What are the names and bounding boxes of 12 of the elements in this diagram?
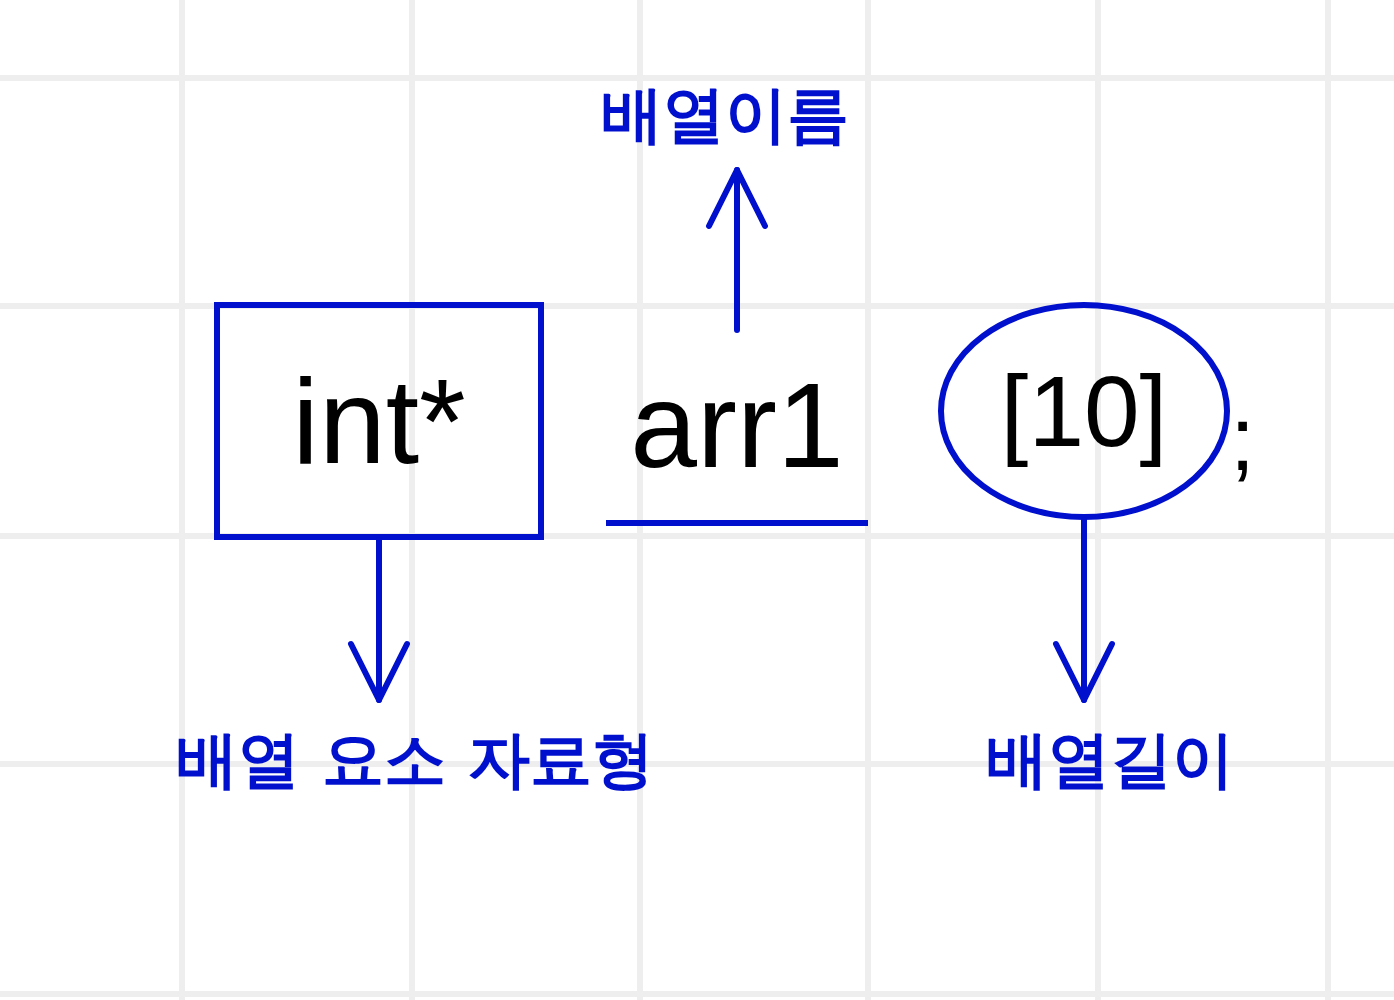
annotation-text: 배열길이	[986, 722, 1234, 798]
highlight-ellipse	[938, 302, 1230, 520]
arrow	[1053, 517, 1115, 703]
arrow	[706, 167, 768, 333]
arrow	[348, 537, 410, 703]
annotation-text: 배열이름	[601, 77, 849, 153]
code-text: ;	[1230, 388, 1255, 491]
annotation-text: 배열 요소 자료형	[176, 722, 654, 798]
code-text: [10]	[1000, 353, 1168, 469]
code-text: arr1	[630, 357, 844, 494]
code-text: int*	[292, 353, 466, 490]
type-box	[214, 302, 544, 540]
